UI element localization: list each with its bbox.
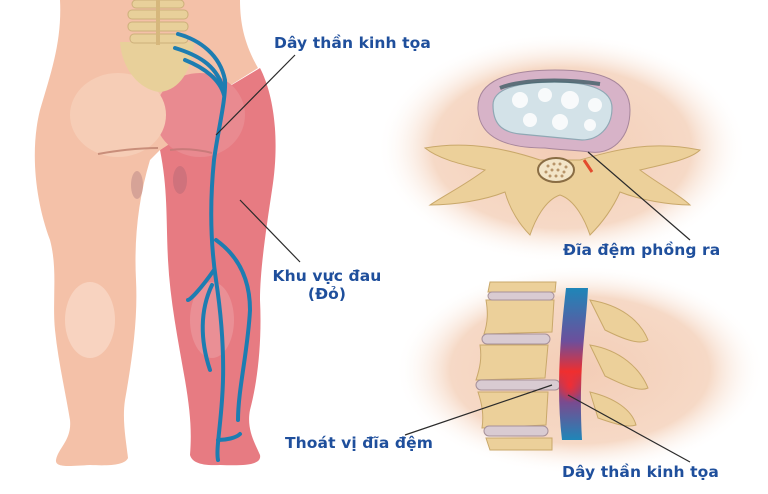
- vertebra-1: [487, 281, 557, 293]
- vertebra-cross-section: [377, 33, 747, 263]
- sciatic-nerve-leg: [173, 32, 253, 462]
- body-back-view: [34, 0, 301, 466]
- sacrum: [120, 42, 194, 92]
- label-bulging-disc: Đĩa đệm phồng ra: [563, 241, 721, 259]
- label-pain-area-line2: (Đỏ): [307, 284, 347, 303]
- leader-line-sciatic-bottom: [567, 394, 691, 463]
- label-sciatic-nerve-top: Dây thần kinh tọa: [274, 34, 431, 52]
- lumbar-vertebrae: [127, 0, 189, 45]
- disc-4: [483, 425, 549, 437]
- vertebra-2: [483, 299, 555, 335]
- vertebra-4: [477, 391, 549, 429]
- leader-line-bulging-disc: [587, 151, 691, 241]
- disc-2: [481, 333, 551, 345]
- disc-3-herniated: [475, 379, 561, 391]
- spine-side-view: [395, 265, 765, 475]
- label-herniated-disc: Thoát vị đĩa đệm: [285, 434, 433, 452]
- vertebral-arch: [423, 144, 702, 236]
- vertebra-5: [485, 437, 553, 451]
- label-sciatic-nerve-bottom: Dây thần kinh tọa: [562, 463, 719, 481]
- disc-1: [487, 291, 555, 301]
- vertebra-3: [475, 344, 549, 381]
- right-leg-pain-area: [160, 68, 276, 466]
- leader-line-sciatic-top: [215, 54, 296, 136]
- leader-line-herniated: [404, 384, 553, 436]
- label-pain-area-line1: Khu vực đau: [272, 267, 382, 285]
- left-buttock: [70, 73, 166, 157]
- label-pain-area: Khu vực đau (Đỏ): [262, 267, 392, 304]
- spinal-cord: [537, 157, 575, 183]
- leader-line-pain-area: [239, 199, 301, 263]
